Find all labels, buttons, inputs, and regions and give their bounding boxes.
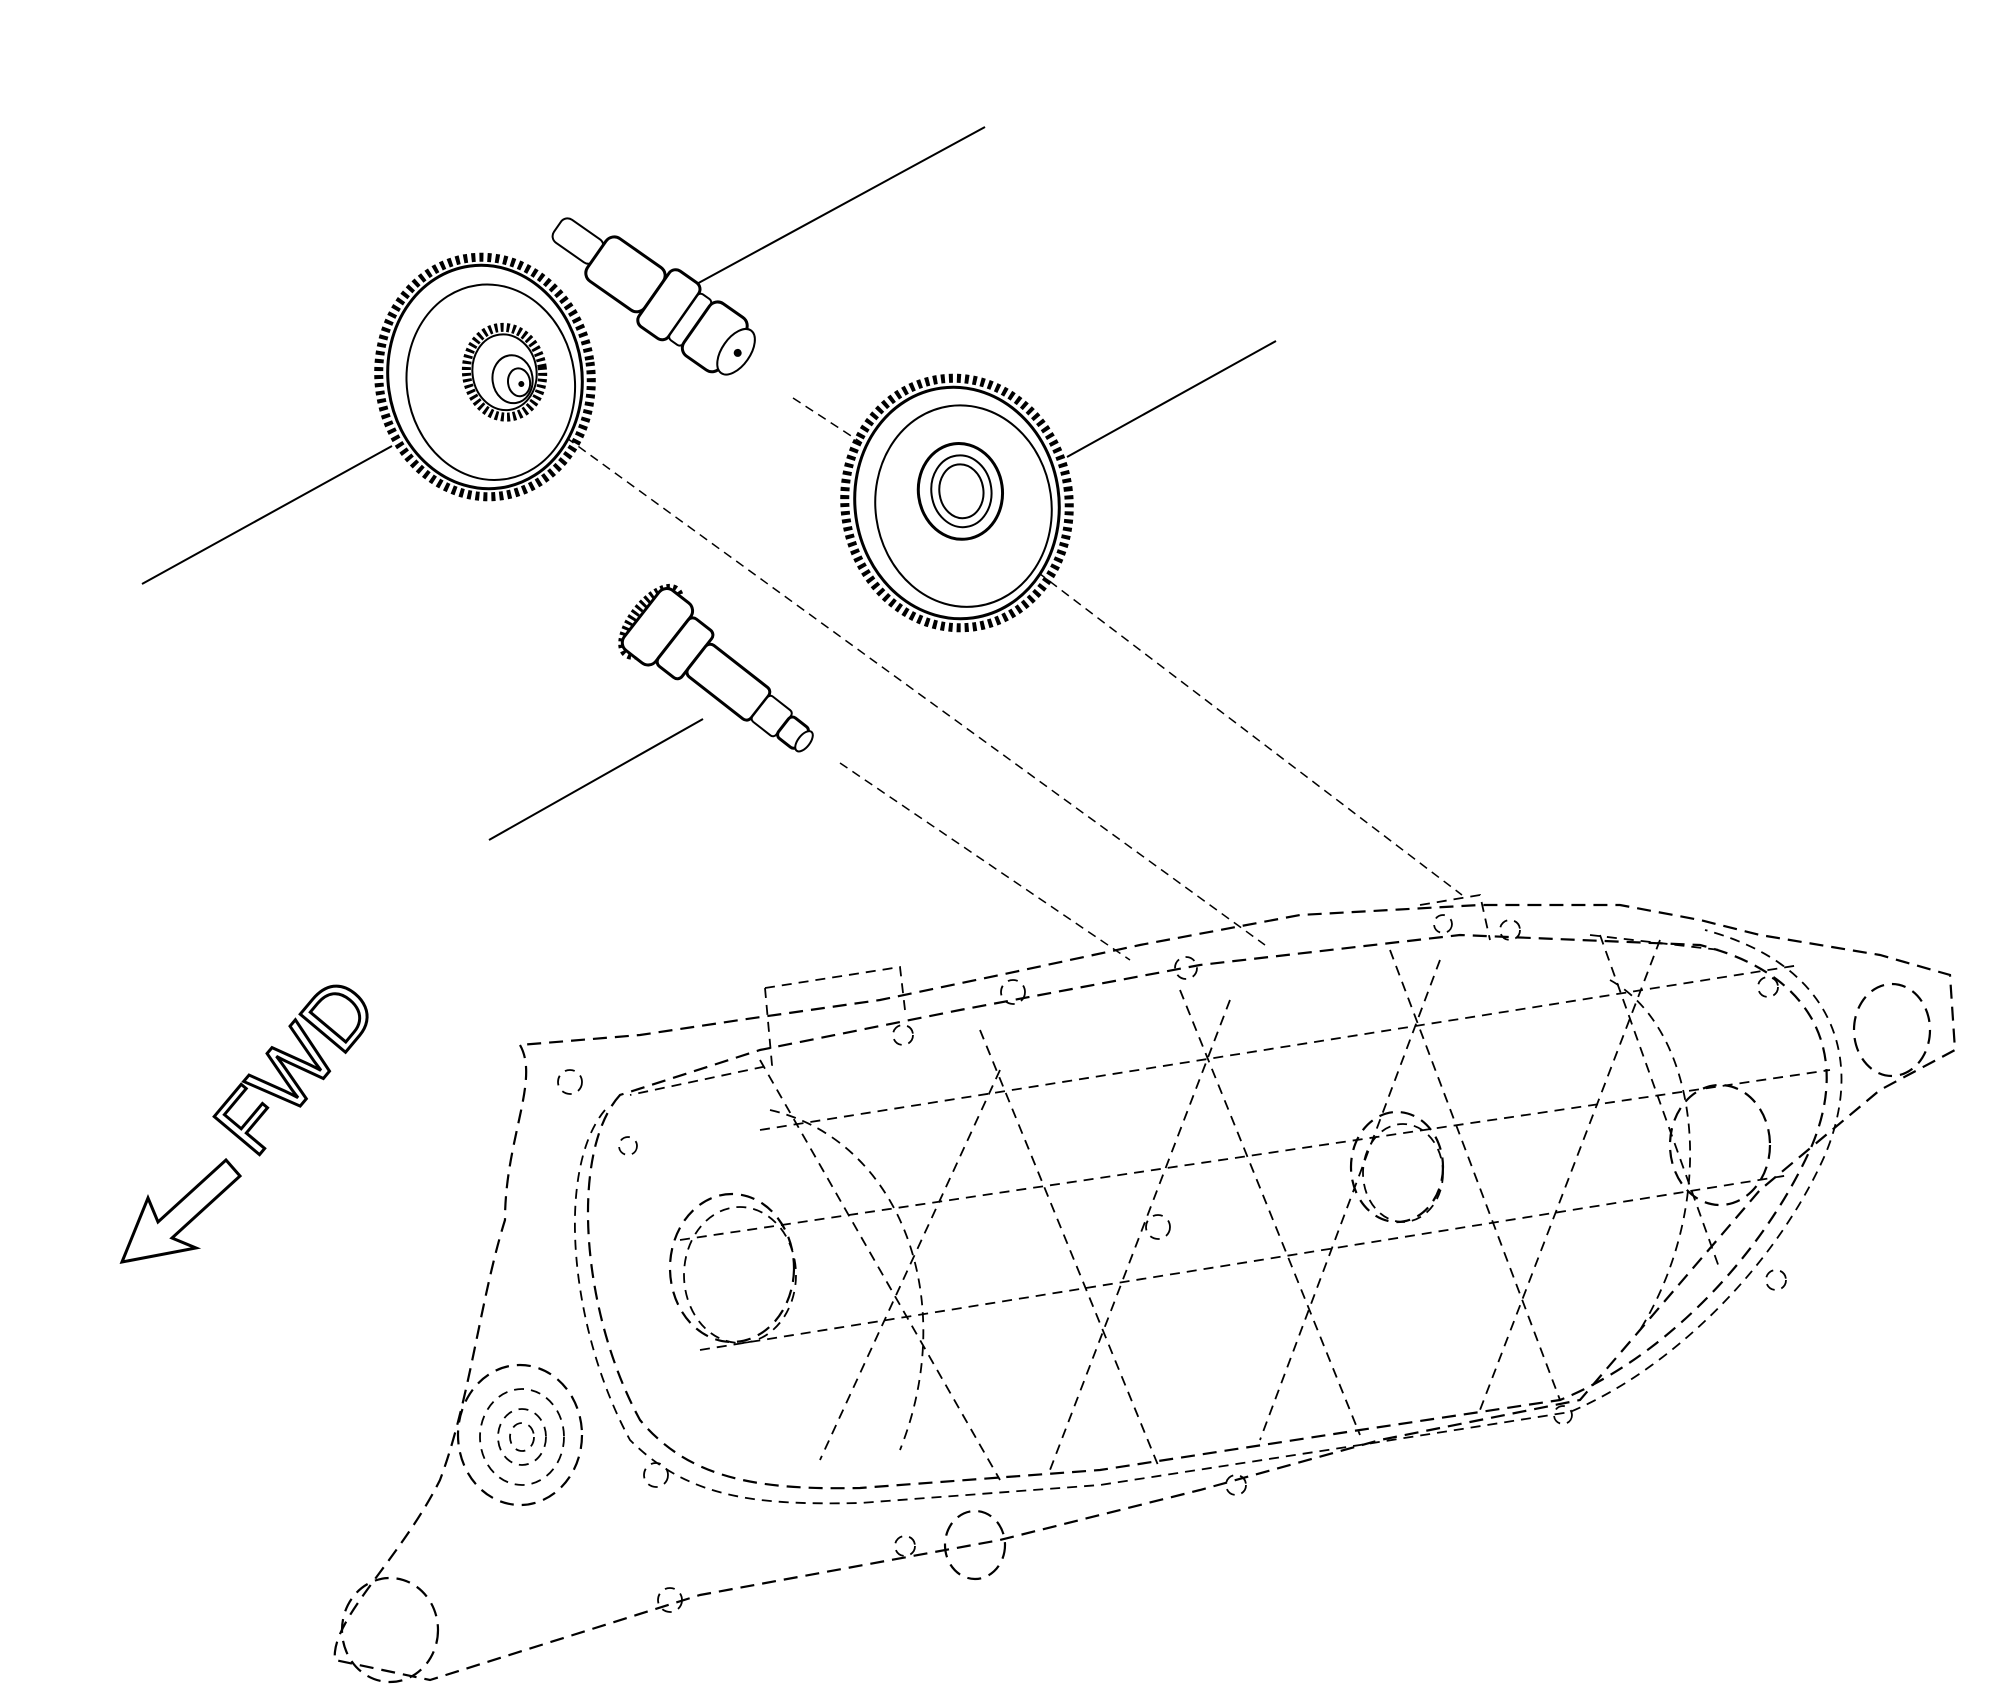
case-bearing-bores [340, 982, 1932, 1684]
bore-right [1668, 1083, 1772, 1207]
case-inner-outline [586, 933, 1828, 1490]
bore-lower-mid [943, 1509, 1007, 1581]
axis-upper-shaft [792, 397, 863, 444]
lower-shaft [618, 583, 814, 753]
leader-lines [141, 126, 1277, 841]
bore-front-lower [340, 1576, 440, 1684]
gear-teeth [840, 373, 1074, 633]
fwd-label: FWD [196, 961, 395, 1173]
left-compound-gear [374, 252, 596, 502]
gear-bore-inner [938, 463, 985, 520]
shaft-end-center [733, 348, 742, 357]
leader-line-left-gear [141, 445, 393, 585]
arrow-fwd-icon [119, 1157, 243, 1264]
case-outer-outline [333, 903, 1957, 1682]
fwd-direction-indicator: FWD [119, 959, 397, 1264]
bore-front [456, 1363, 584, 1507]
case-bracket [629, 893, 1721, 1096]
case-inner-rim [574, 929, 1843, 1505]
right-gear [840, 373, 1074, 633]
transmission-case [333, 893, 1957, 1684]
pinion-center [518, 381, 525, 388]
assembly-axes [541, 397, 1463, 961]
axis-lower-shaft [839, 762, 1131, 961]
bore-rear [1852, 982, 1932, 1078]
case-ribs [679, 934, 1831, 1481]
gear-teeth [374, 252, 596, 502]
leader-line-upper-shaft [692, 126, 986, 287]
upper-shaft [551, 217, 756, 376]
leader-line-right-gear [1066, 340, 1277, 458]
bore-left [668, 1192, 796, 1344]
leader-line-lower-shaft [488, 718, 704, 841]
pinion-teeth [461, 322, 548, 422]
bore-center [1349, 1110, 1445, 1224]
shaft-end-face [794, 730, 814, 753]
axis-right-gear [1001, 544, 1463, 896]
case-bolt-holes [557, 914, 1787, 1613]
